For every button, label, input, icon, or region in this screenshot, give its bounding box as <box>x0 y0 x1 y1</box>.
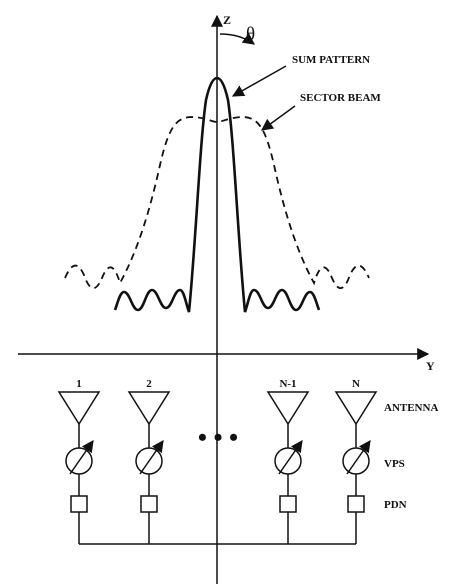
sum-pattern-pointer <box>231 65 287 97</box>
y-axis-label: Y <box>426 359 435 373</box>
pdn-node-n-minus-1 <box>279 495 297 513</box>
element-2-number: 2 <box>146 378 152 390</box>
theta-arc-arrow <box>219 32 255 45</box>
element-n-minus-1-number: N-1 <box>279 378 296 390</box>
element-ellipsis: • • • <box>198 423 238 452</box>
sum-pattern-label: SUM PATTERN <box>292 54 370 66</box>
phase-shifter-n-minus-1-arrow <box>278 440 303 475</box>
theta-label: θ <box>246 24 255 45</box>
sector-beam-curve <box>64 116 370 290</box>
pdn-node-1 <box>70 495 88 513</box>
antenna-n-icon <box>334 391 378 426</box>
sum-pattern-curve <box>113 76 321 313</box>
antenna-n-minus-1-icon <box>266 391 310 426</box>
phase-shifter-1-arrow <box>69 440 94 475</box>
sector-beam-pointer <box>261 105 296 131</box>
pdn-node-n <box>347 495 365 513</box>
vps-label: VPS <box>384 458 405 470</box>
antenna-label: ANTENNA <box>384 402 438 414</box>
sector-beam-label: SECTOR BEAM <box>300 92 381 104</box>
pdn-node-2 <box>140 495 158 513</box>
pdn-label: PDN <box>384 499 407 511</box>
element-1-number: 1 <box>76 378 82 390</box>
z-axis-label: Z <box>223 13 231 27</box>
element-n-number: N <box>352 378 360 390</box>
antenna-2-icon <box>127 391 171 426</box>
phase-shifter-2-arrow <box>139 440 164 475</box>
phase-shifter-n-arrow <box>346 440 371 475</box>
antenna-1-icon <box>57 391 101 426</box>
